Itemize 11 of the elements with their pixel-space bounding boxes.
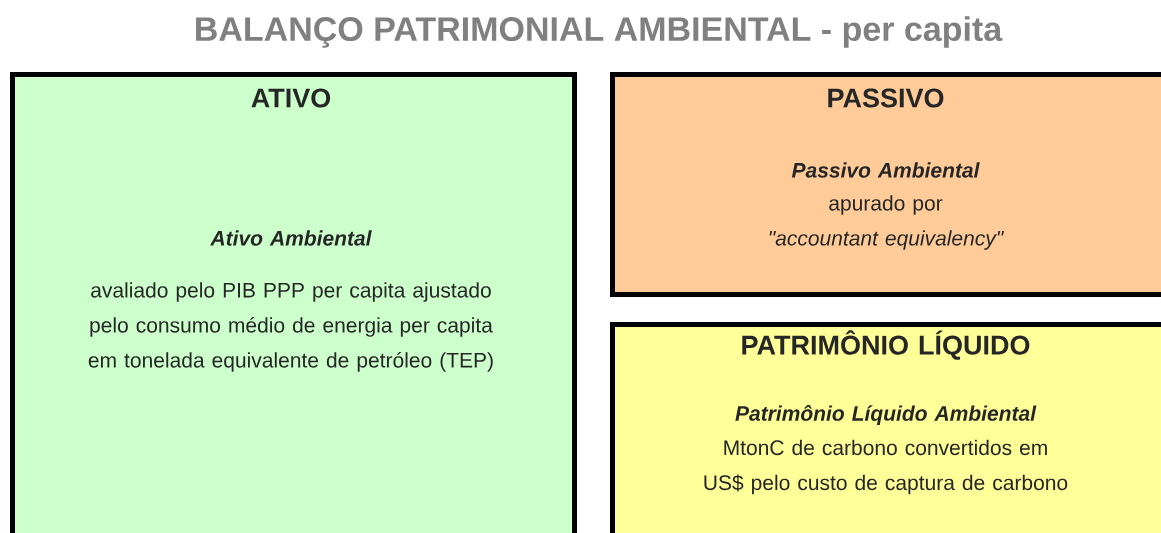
title: BALANÇO PATRIMONIAL AMBIENTAL - per capita (196, 16, 1003, 48)
box-subheading: Ativo Ambiental (210, 230, 372, 246)
body-text: MtonC de carbono convertidos em US$ pelo custo de captura de carbono (704, 439, 1068, 495)
box-heading: ATIVO (251, 88, 331, 108)
body-text: "accountant equivalency" (769, 230, 1004, 250)
box-heading: PATRIMÔNIO LÍQUIDO (742, 330, 1030, 360)
body-text: avaliado pelo PIB PPP per capita ajustado pelo consumo médio de energia per capita em tonelada equivalente de petróleo (TEP) (88, 282, 493, 372)
box-heading: PASSIVO (828, 88, 944, 108)
body-text: apurado por (829, 195, 943, 215)
box-subheading: Passivo Ambiental (791, 162, 980, 178)
box-subheading: Patrimônio Líquido Ambiental (735, 405, 1037, 426)
